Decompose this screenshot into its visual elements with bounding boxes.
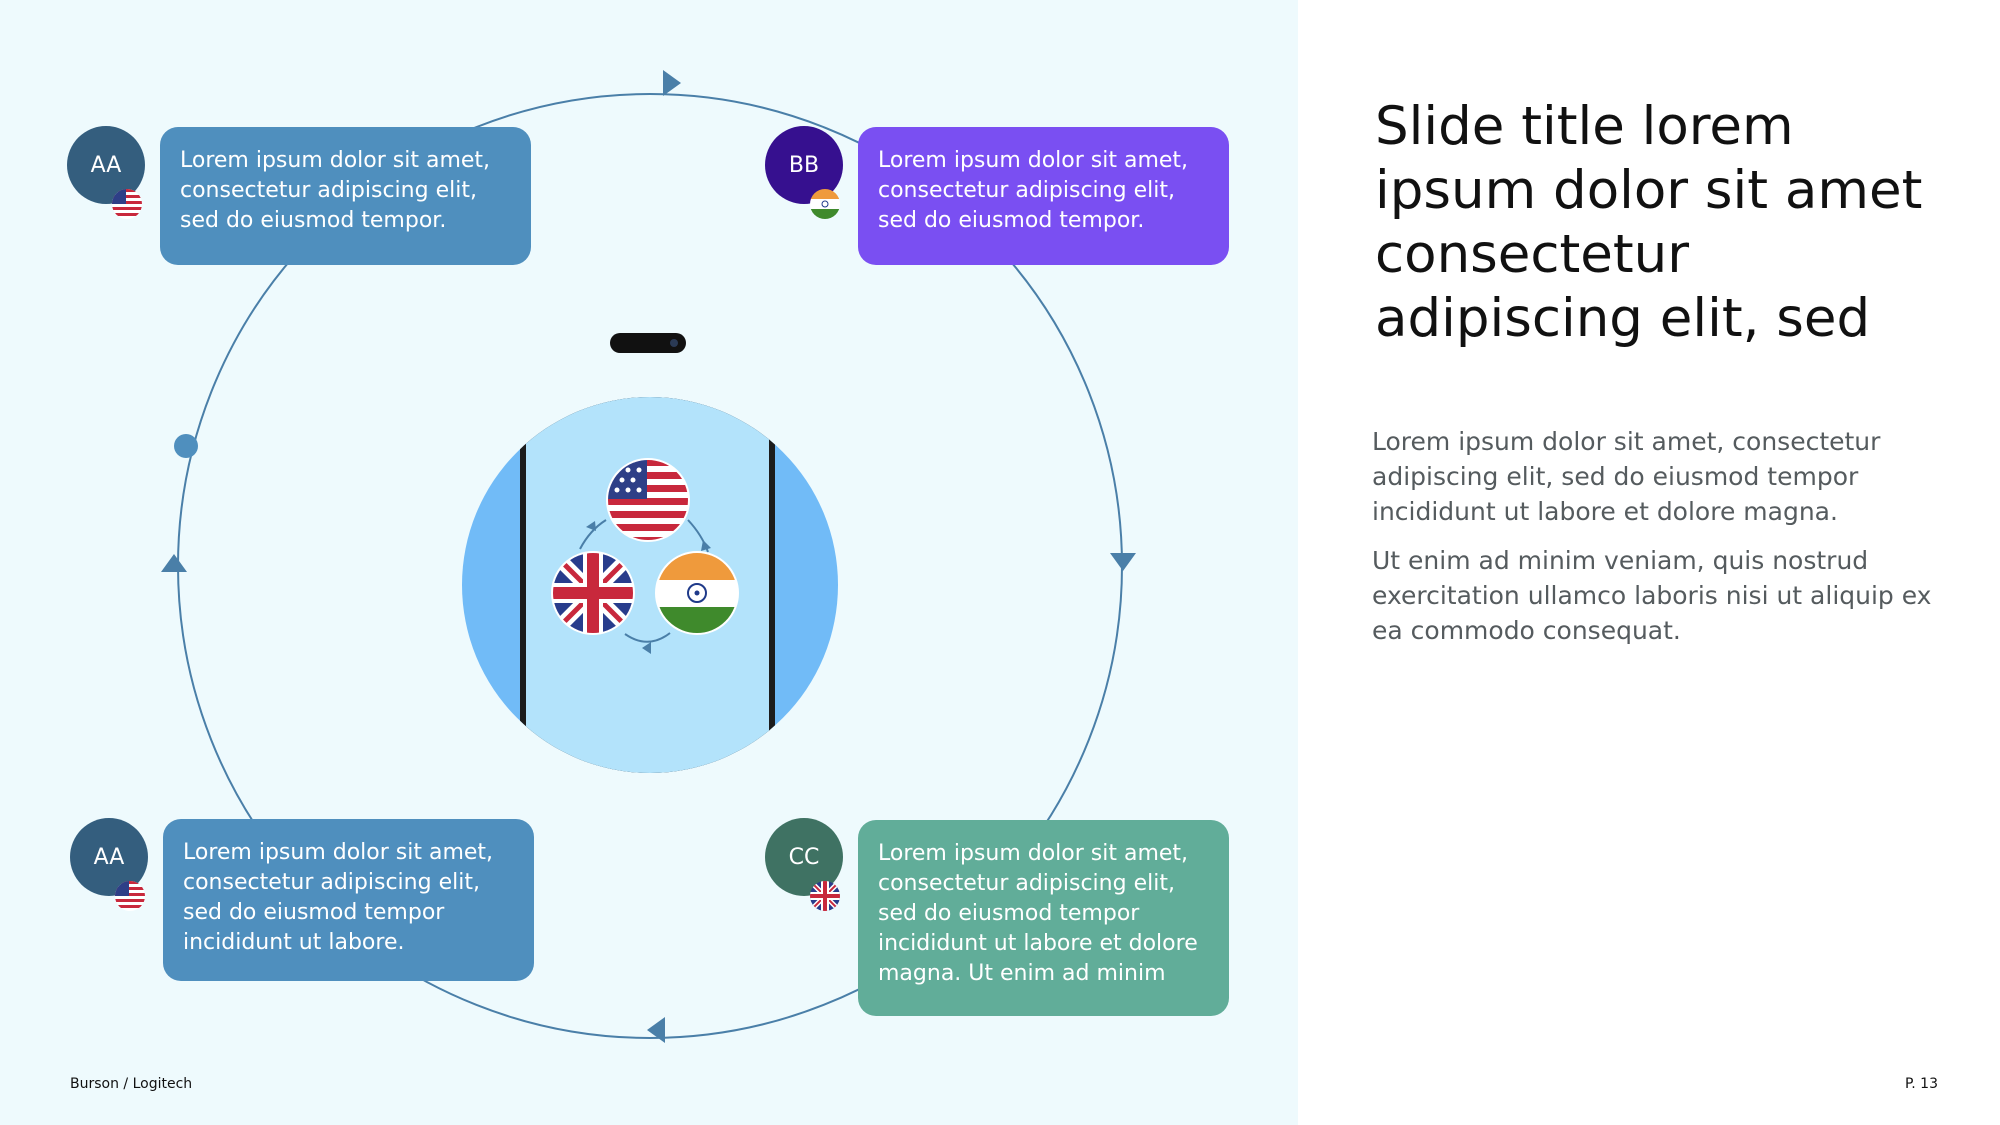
india-flag-icon <box>810 189 840 219</box>
card-step-4: Lorem ipsum dolor sit amet, consectetur … <box>858 820 1229 1016</box>
footer-brand: Burson / Logitech <box>70 1076 193 1092</box>
cycle-diagram <box>161 70 1136 1043</box>
arrow-left-icon <box>647 1017 665 1043</box>
card-step-3: Lorem ipsum dolor sit amet, consectetur … <box>163 819 534 981</box>
uk-flag-icon <box>810 881 840 911</box>
page-number: P. 13 <box>1905 1076 1938 1092</box>
us-flag-icon <box>115 881 145 911</box>
diagram-panel: AA Lorem ipsum dolor sit amet, consectet… <box>0 0 1298 1125</box>
ring-start-dot <box>174 434 198 458</box>
body-paragraph-2: Ut enim ad minim veniam, quis nostrud ex… <box>1372 546 1932 645</box>
us-flag-icon <box>112 189 142 219</box>
arrow-up-icon <box>161 554 187 572</box>
arrow-down-icon <box>1110 553 1136 571</box>
card-step-1: Lorem ipsum dolor sit amet, consectetur … <box>160 127 531 265</box>
avatar-aa-top: AA <box>67 126 145 204</box>
india-flag-icon <box>655 551 739 635</box>
body-paragraph-1: Lorem ipsum dolor sit amet, consectetur … <box>1372 427 1881 526</box>
uk-flag-icon <box>551 551 635 635</box>
slide-title: Slide title lorem ipsum dolor sit amet c… <box>1375 96 1923 349</box>
phone-illustration <box>462 333 838 773</box>
arrow-right-icon <box>663 70 681 96</box>
avatar-bb: BB <box>765 126 843 204</box>
us-flag-icon <box>606 458 690 542</box>
card-step-2: Lorem ipsum dolor sit amet, consectetur … <box>858 127 1229 265</box>
